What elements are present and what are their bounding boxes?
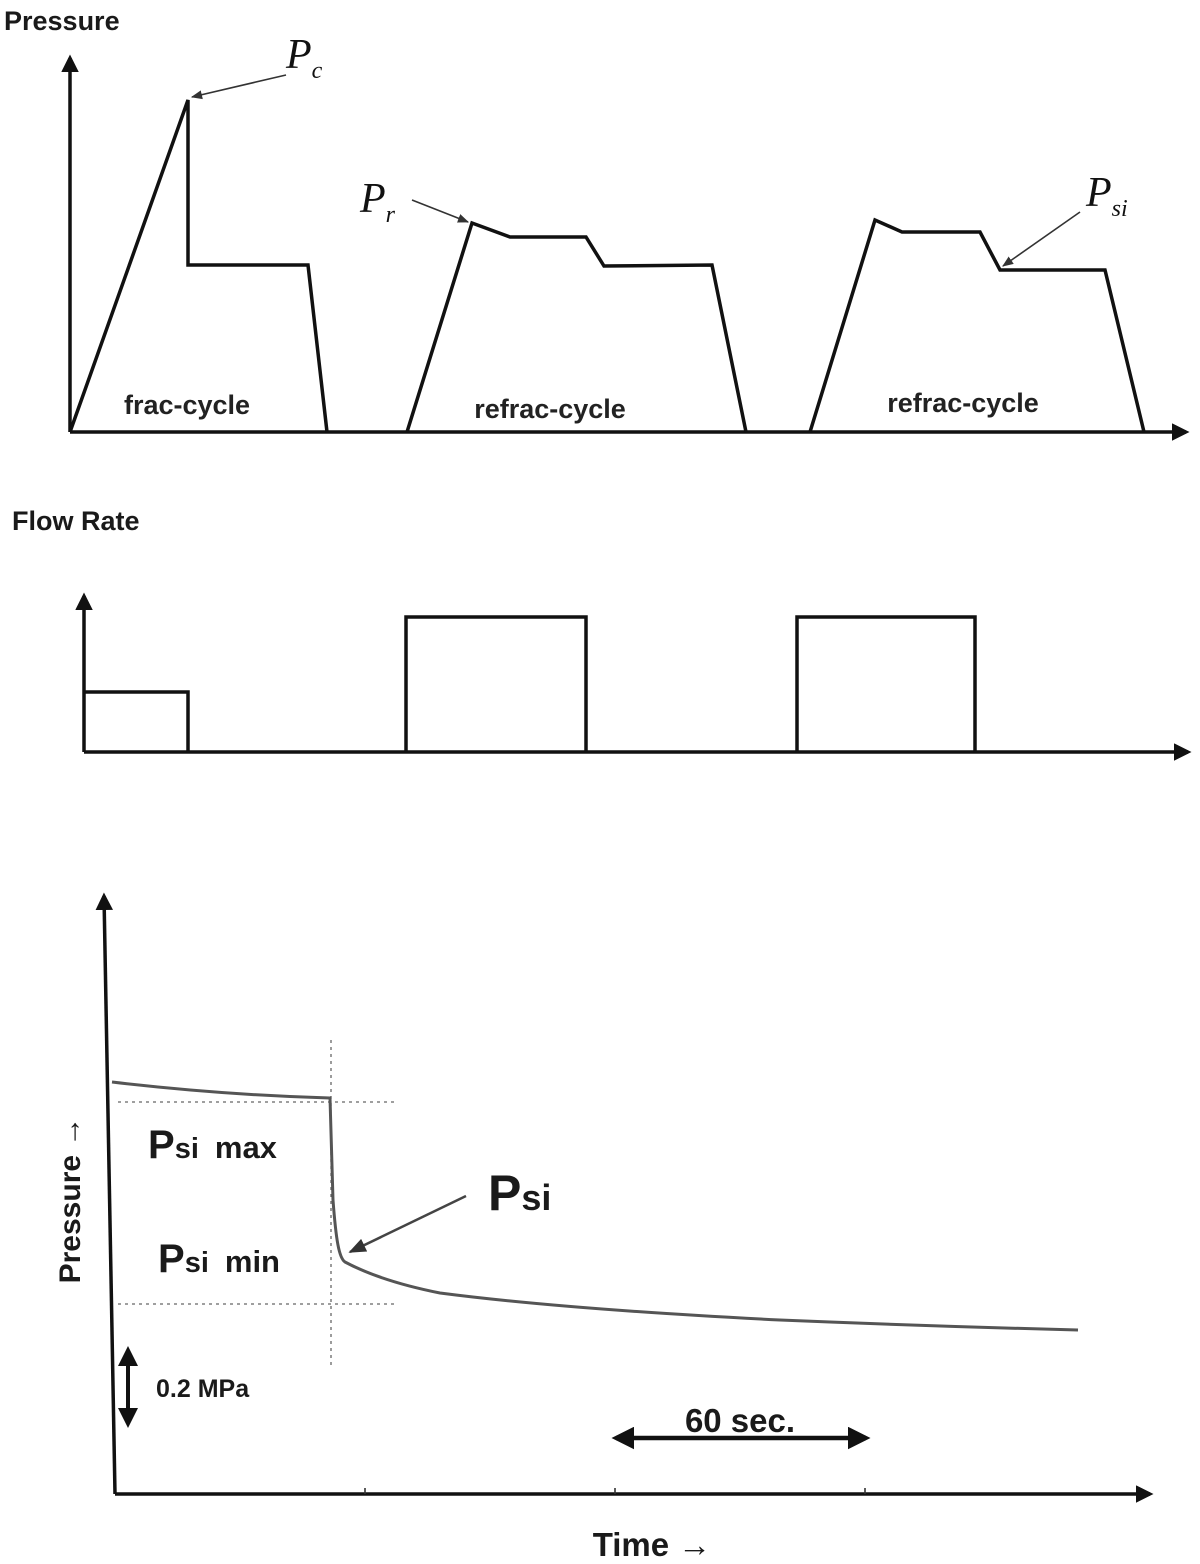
refrac-cycle-1-label: refrac-cycle [474,394,626,424]
refrac-cycle-2-trace [808,217,1146,433]
shut-in-y-axis [95,892,117,1495]
pr-label: Pr [359,176,396,228]
pressure-decline-curve [111,1080,1079,1332]
flow-refrac-2-step [795,615,977,752]
psi-callout-pointer [348,1194,467,1254]
flow-rate-panel: Flow Rate [12,506,1192,761]
psi-label: Psi [1085,170,1128,222]
pressure-cycles-panel: Pressure Pc Pr Psi frac-cycle refrac-cyc… [4,6,1190,441]
flow-rate-axis-label: Flow Rate [12,506,140,536]
time-scale-label: 60 sec. [685,1402,795,1439]
flow-frac-step [84,690,190,752]
pr-pointer [411,199,470,223]
refrac-cycle-1-trace [405,220,748,433]
pc-label: Pc [285,32,323,84]
pressure-scale-label: 0.2 MPa [156,1375,250,1403]
flow-refrac-1-step [404,615,588,752]
pc-pointer [190,74,287,100]
frac-cycle-label: frac-cycle [124,390,250,420]
pressure-axis-label: Pressure [4,6,120,36]
shut-in-x-axis-label: Time → [593,1526,712,1563]
psi-pointer [1002,211,1081,267]
refrac-cycle-2-label: refrac-cycle [887,388,1039,418]
frac-cycle-trace [68,99,329,433]
shut-in-y-axis-label: Pressure → [54,1117,87,1284]
psi-callout-label: Psi [488,1165,551,1221]
